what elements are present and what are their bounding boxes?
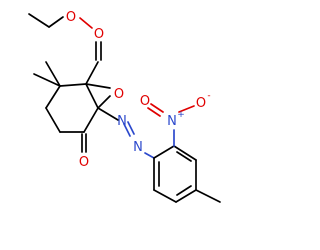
charge-nitro-o-minus: - xyxy=(207,91,210,101)
atom-ester-ether-o: O xyxy=(66,10,76,25)
bond-azo-aryl xyxy=(144,152,155,159)
bond-aryl-4-5 xyxy=(175,189,197,203)
bond-aryl-2-3 xyxy=(173,145,197,161)
bond-ethyl-ch2-o xyxy=(48,16,64,28)
atom-ester-carbonyl-o: O xyxy=(94,27,104,42)
bond-nitro-o-minus xyxy=(178,105,195,113)
bond-o-carbonyl-c xyxy=(79,17,93,29)
bond-nitro-o-double-b xyxy=(147,107,161,117)
atom-ketone-o-1: O xyxy=(114,87,124,102)
bond-aryl-1-2 xyxy=(153,145,175,159)
bond-aryl-5-6 xyxy=(153,189,177,203)
bond-aryl-methyl xyxy=(195,189,221,203)
structure-svg: O O O O N N N + O O - xyxy=(28,10,221,203)
bond-azo-double-b xyxy=(123,123,131,137)
bond-ring-c5-c6 xyxy=(83,107,99,133)
bond-ring-azo xyxy=(97,107,119,121)
atom-nitro-o-double: O xyxy=(140,94,150,109)
bond-ring-c2-c3 xyxy=(45,85,61,109)
bond-aryl-inner-2 xyxy=(176,185,192,196)
charge-nitro-n-plus: + xyxy=(177,110,185,120)
atom-azo-n-2: N xyxy=(133,140,143,155)
bond-ring-c1-c2 xyxy=(59,83,87,87)
atom-nitro-n: N xyxy=(167,114,177,129)
bond-methyl-b xyxy=(45,61,61,87)
atom-ketone-o-2: O xyxy=(79,155,89,170)
bond-aryl-inner-1 xyxy=(176,151,192,162)
bond-ring-c3-c4 xyxy=(45,107,61,133)
bond-ketone-1-b xyxy=(97,95,111,109)
bond-azo-double-a xyxy=(127,121,135,135)
bond-ketone-1-a xyxy=(85,83,111,89)
bond-ester-c-ring xyxy=(85,61,99,85)
bond-ethyl-ch3-ch2 xyxy=(28,13,50,28)
atom-azo-n-1: N xyxy=(117,114,127,129)
bond-ring-c6-c1 xyxy=(85,83,99,109)
bond-nitro-o-double-a xyxy=(150,103,164,113)
bond-methyl-a xyxy=(33,73,61,87)
atom-nitro-o-minus: O xyxy=(196,96,206,111)
molecule-diagram: O O O O N N N + O O - xyxy=(28,10,221,203)
